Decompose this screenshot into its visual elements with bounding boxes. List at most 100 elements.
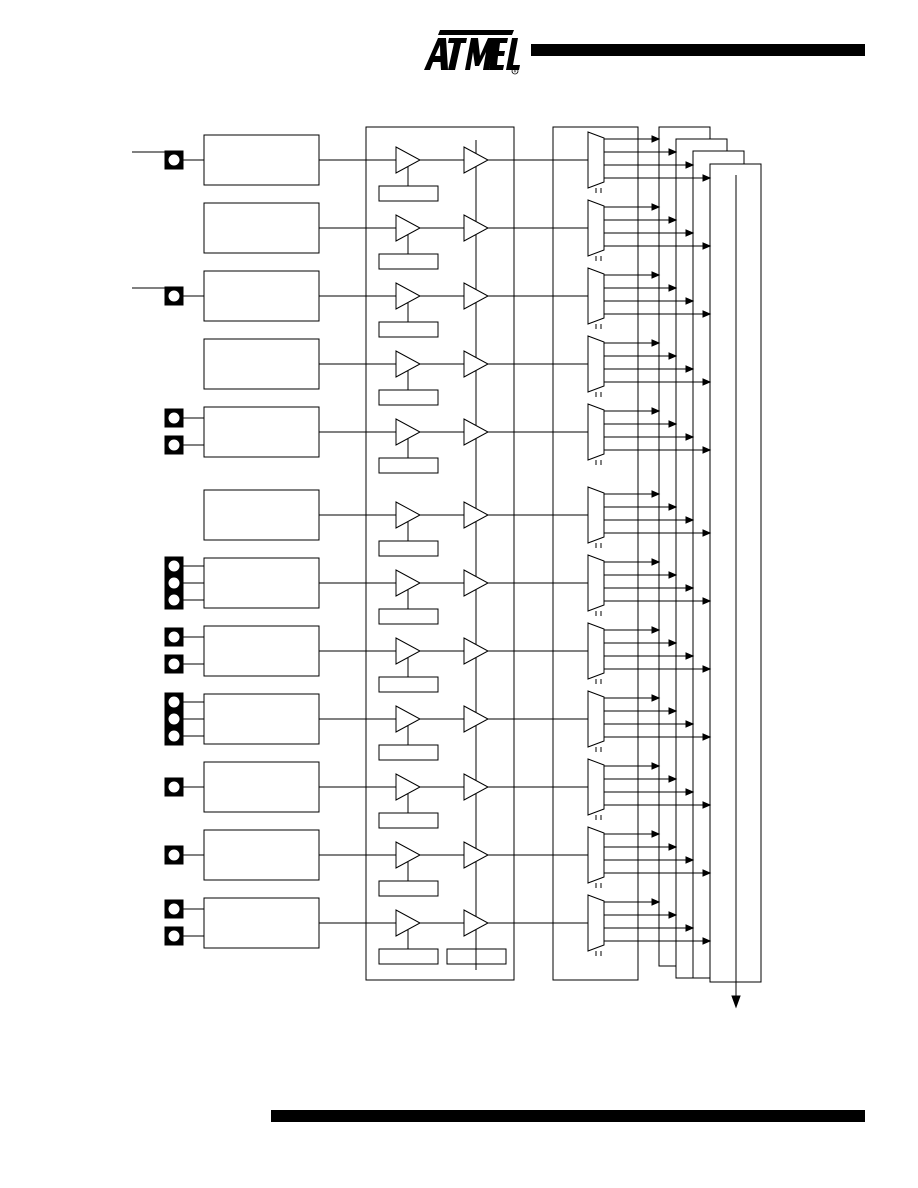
mux-output-arrowhead: [685, 433, 695, 441]
io-pin-pad: [167, 848, 181, 862]
io-pin-pad: [167, 657, 181, 671]
buffer-triangle-2: [463, 909, 490, 937]
control-register-box: [378, 185, 439, 202]
mux-output-arrowhead: [668, 148, 678, 156]
mux-block: [587, 131, 605, 189]
mux-block: [587, 622, 605, 680]
io-pin-pad: [167, 630, 181, 644]
control-register-box: [378, 540, 439, 557]
buffer-triangle-1: [395, 773, 422, 801]
mux-output-arrowhead: [685, 516, 695, 524]
mux-output-arrowhead: [702, 733, 712, 741]
buffer-triangle-1: [395, 418, 422, 446]
mux-output-arrowhead: [651, 271, 661, 279]
mux-output-arrowhead: [668, 503, 678, 511]
mux-output-arrowhead: [702, 869, 712, 877]
mux-output-arrowhead: [685, 924, 695, 932]
mux-output-arrowhead: [702, 665, 712, 673]
mux-output-arrowhead: [685, 652, 695, 660]
io-pin-pad: [167, 712, 181, 726]
mux-output-arrowhead: [651, 694, 661, 702]
control-register-box: [378, 457, 439, 474]
mux-output-arrowhead: [702, 597, 712, 605]
header-rule: [531, 44, 865, 56]
control-register-box: [378, 676, 439, 693]
atmel-logo: R ATMEL: [422, 28, 522, 76]
control-register-box: [378, 608, 439, 625]
mux-output-arrowhead: [651, 626, 661, 634]
mux-output-arrowhead: [685, 788, 695, 796]
buffer-triangle-1: [395, 909, 422, 937]
buffer-triangle-2: [463, 214, 490, 242]
mux-output-arrowhead: [651, 558, 661, 566]
buffer-triangle-2: [463, 146, 490, 174]
io-pin-pad: [167, 902, 181, 916]
mux-output-arrowhead: [651, 490, 661, 498]
mux-block: [587, 199, 605, 257]
module-block-10: [203, 761, 320, 813]
mux-output-arrowhead: [685, 720, 695, 728]
io-pin-pad: [167, 559, 181, 573]
buffer-triangle-2: [463, 501, 490, 529]
mux-output-arrowhead: [668, 707, 678, 715]
control-register-box: [378, 321, 439, 338]
mux-block: [587, 335, 605, 393]
buffer-triangle-1: [395, 282, 422, 310]
mux-output-arrowhead: [685, 161, 695, 169]
buffer-triangle-2: [463, 705, 490, 733]
io-pin-pad: [167, 411, 181, 425]
buffer-triangle-1: [395, 146, 422, 174]
buffer-triangle-1: [395, 501, 422, 529]
buffer-stage-frame: [365, 126, 515, 981]
buffer-triangle-2: [463, 637, 490, 665]
mux-output-arrowhead: [651, 135, 661, 143]
mux-block: [587, 894, 605, 952]
module-block-12: [203, 897, 320, 949]
mux-output-arrowhead: [702, 529, 712, 537]
mux-output-arrowhead: [702, 174, 712, 182]
mux-block: [587, 554, 605, 612]
atmel-logo-graphic: R: [424, 30, 520, 75]
mux-output-arrowhead: [702, 378, 712, 386]
buffer-triangle-2: [463, 773, 490, 801]
module-block-4: [203, 338, 320, 390]
io-pin-pad: [167, 576, 181, 590]
buffer-triangle-1: [395, 841, 422, 869]
mux-output-arrowhead: [651, 339, 661, 347]
mux-output-arrowhead: [685, 584, 695, 592]
module-block-2: [203, 202, 320, 254]
buffer-triangle-2: [463, 282, 490, 310]
io-pin-pad: [167, 929, 181, 943]
module-block-9: [203, 693, 320, 745]
mux-block: [587, 486, 605, 544]
mux-output-arrowhead: [668, 843, 678, 851]
mux-output-arrowhead: [685, 229, 695, 237]
mux-output-arrowhead: [702, 801, 712, 809]
io-pin-pad: [167, 438, 181, 452]
mux-output-arrowhead: [651, 762, 661, 770]
io-pin-pad: [167, 729, 181, 743]
buffer-triangle-1: [395, 569, 422, 597]
mux-output-arrowhead: [651, 898, 661, 906]
mux-output-arrowhead: [702, 242, 712, 250]
mux-block: [587, 826, 605, 884]
mux-output-arrowhead: [668, 420, 678, 428]
mux-block: [587, 403, 605, 461]
mux-output-arrowhead: [651, 407, 661, 415]
mux-output-arrowhead: [668, 911, 678, 919]
footer-rule: [271, 1110, 865, 1122]
control-register-box: [378, 880, 439, 897]
module-block-8: [203, 625, 320, 677]
control-register-box: [378, 948, 439, 965]
mux-block: [587, 267, 605, 325]
mux-output-arrowhead: [685, 297, 695, 305]
mux-output-arrowhead: [668, 571, 678, 579]
mux-block: [587, 690, 605, 748]
svg-text:R: R: [514, 69, 517, 74]
io-pin-pad: [167, 289, 181, 303]
buffer-triangle-2: [463, 841, 490, 869]
mux-output-arrowhead: [702, 310, 712, 318]
mux-output-arrowhead: [668, 775, 678, 783]
control-register-box: [378, 744, 439, 761]
